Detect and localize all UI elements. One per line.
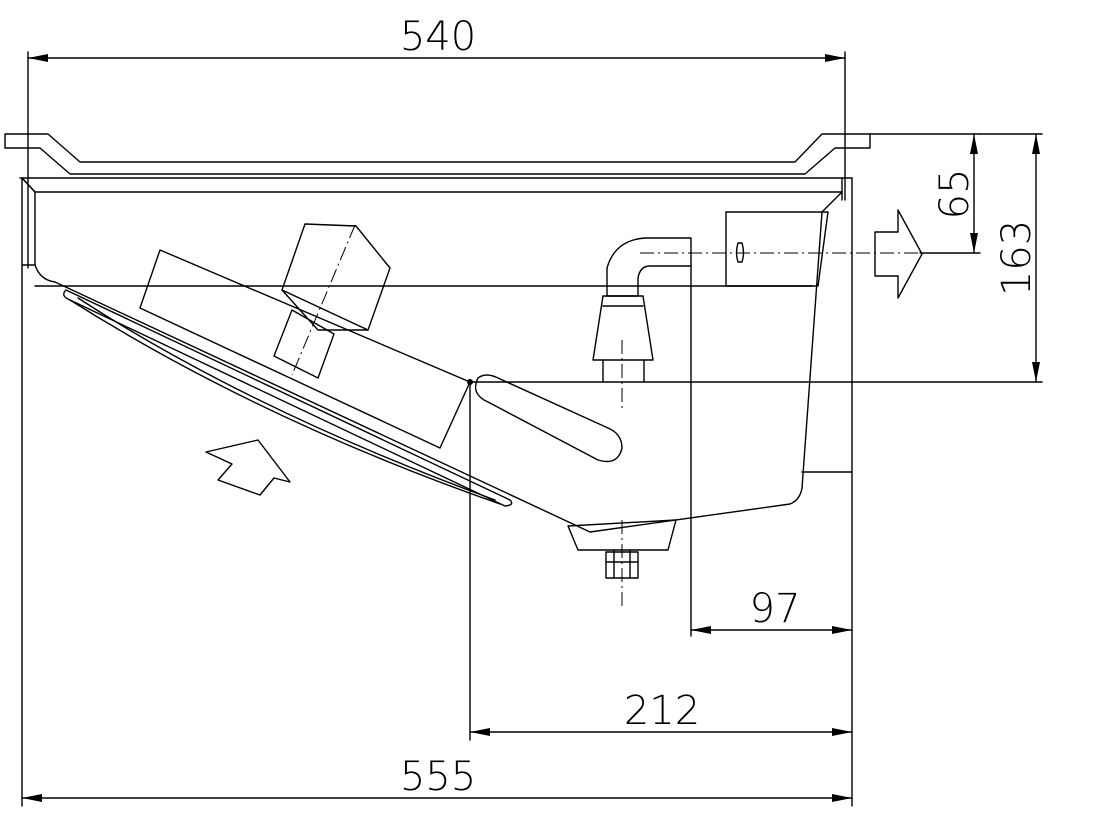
dim-212-label: 212 — [624, 688, 700, 734]
dimension-overall-width: 555 — [21, 264, 853, 807]
dimension-163: 163 — [469, 133, 1043, 383]
overflow-box — [725, 211, 829, 287]
slanted-panel — [63, 289, 513, 507]
sink-rim — [4, 133, 871, 179]
dimension-97: 97 — [690, 265, 853, 637]
soap-dispenser — [139, 223, 471, 449]
lever-handle — [474, 374, 623, 463]
drain — [567, 519, 677, 606]
dim-540-label: 540 — [400, 14, 476, 60]
dim-163-label: 163 — [994, 220, 1040, 296]
dim-97-label: 97 — [750, 586, 801, 632]
dimension-top-width: 540 — [27, 14, 846, 269]
dim-65-label: 65 — [932, 169, 978, 220]
faucet — [592, 237, 692, 410]
reference-point — [467, 379, 473, 385]
dim-555-label: 555 — [400, 754, 476, 800]
sink-basin — [21, 177, 853, 533]
dimension-65: 65 — [869, 133, 981, 254]
outflow-arrow — [874, 209, 923, 299]
dimension-212: 212 — [469, 381, 853, 741]
inflow-arrow — [205, 439, 291, 496]
